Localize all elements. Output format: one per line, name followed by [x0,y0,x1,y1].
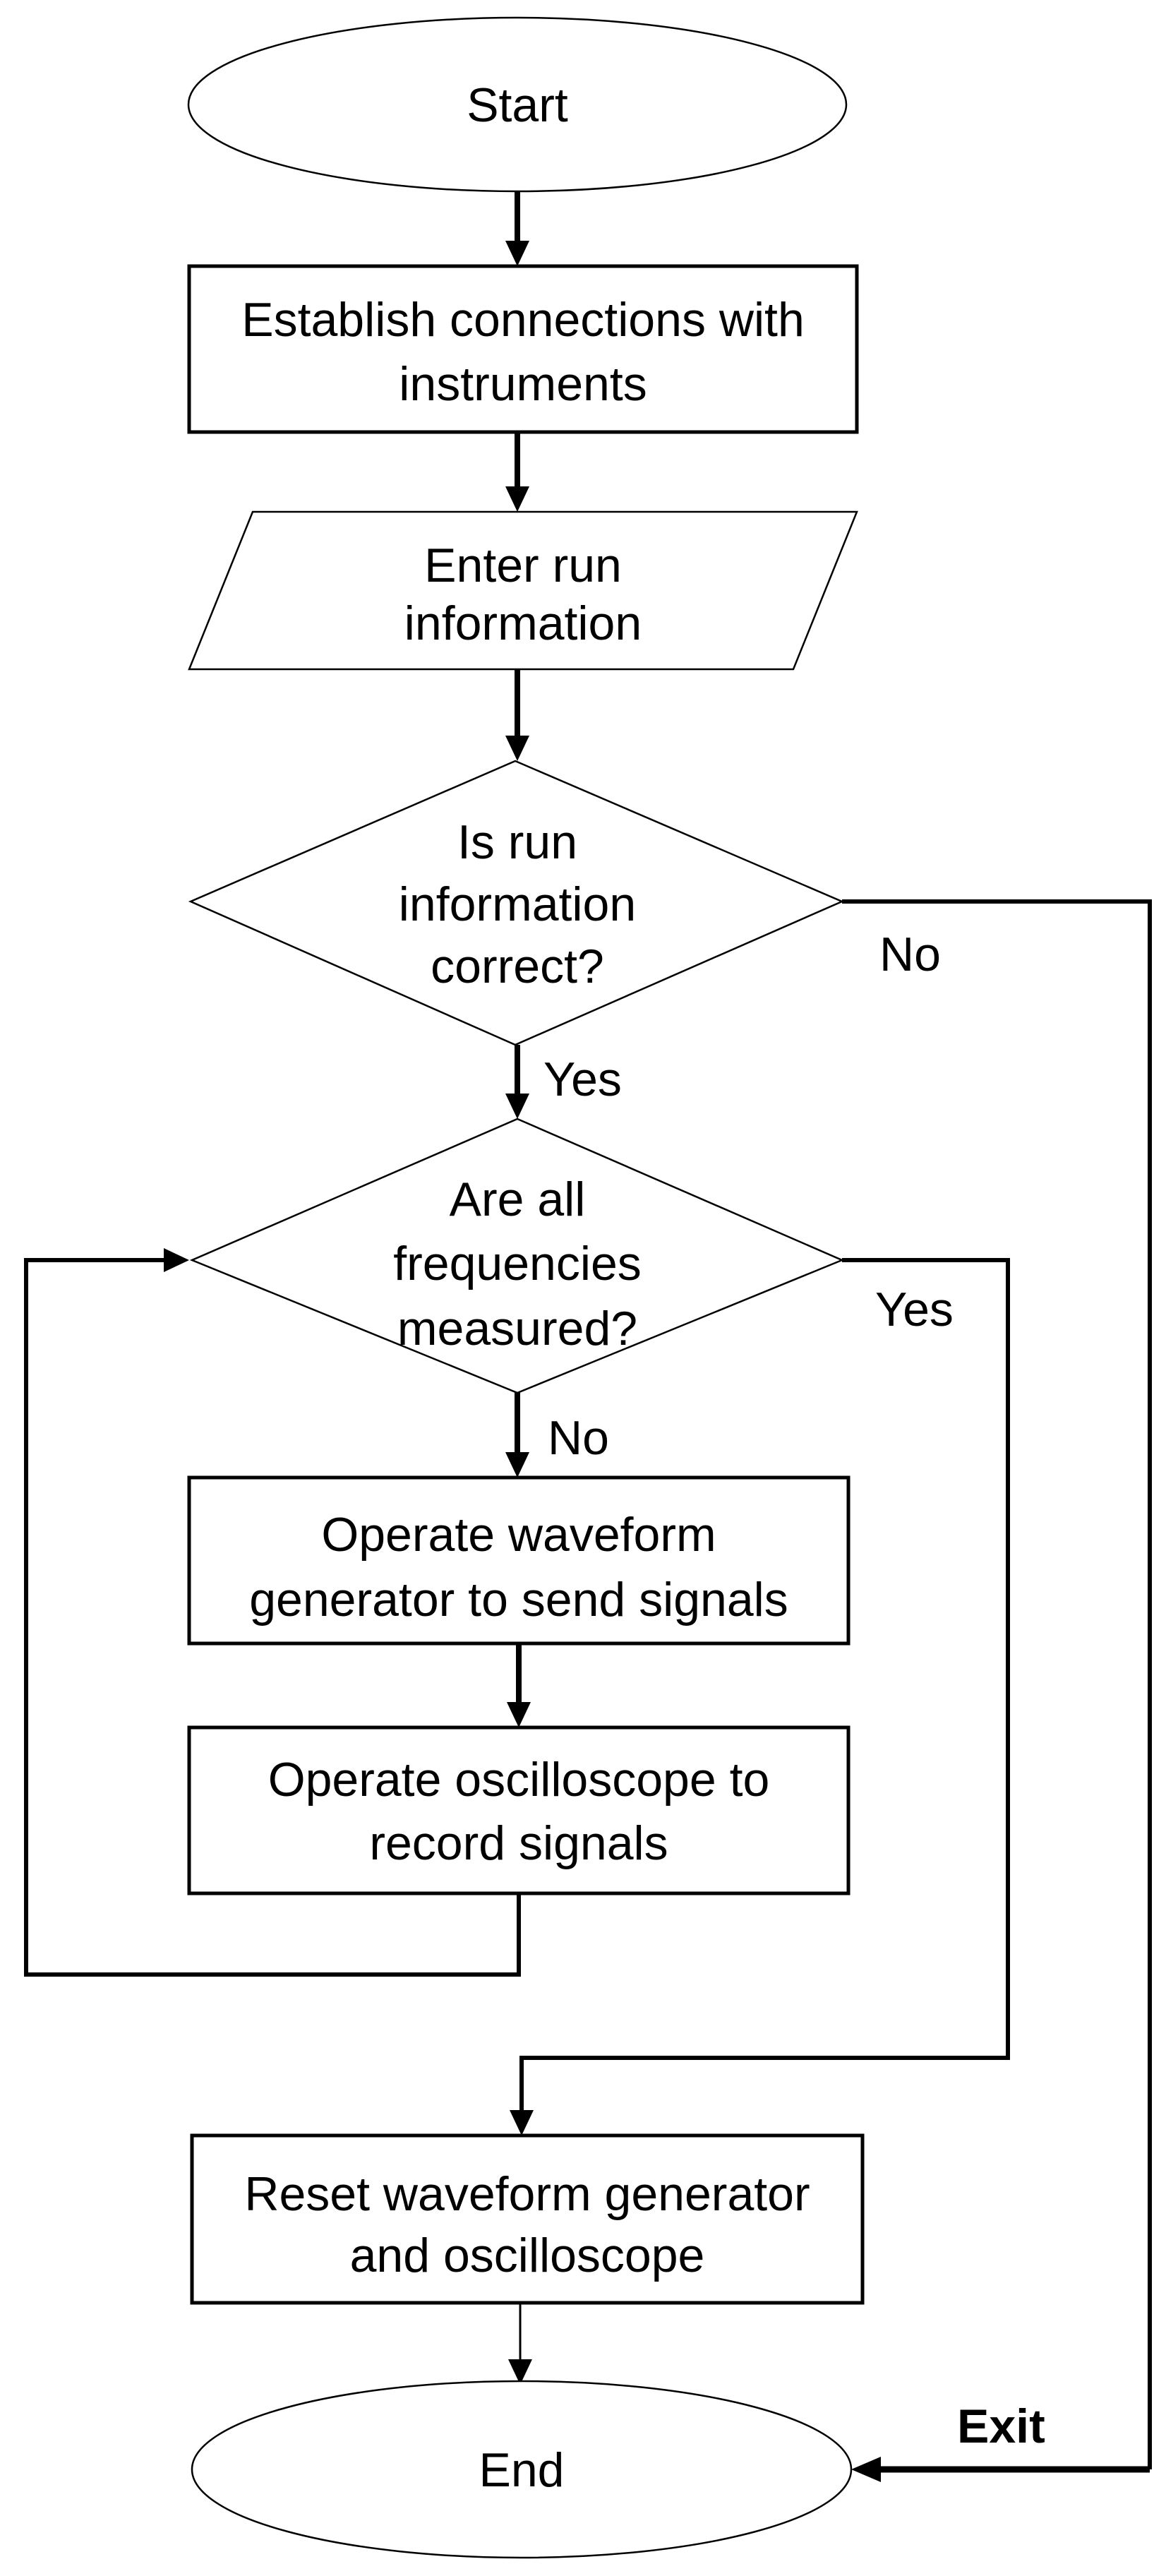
node-establish-connections: Establish connections with instruments [187,264,859,434]
edge-enter-run-to-decision1 [505,669,529,761]
process-rect [187,264,859,434]
terminator-ellipse [187,16,848,193]
arrowhead-down-icon [510,2110,534,2135]
edge-line [519,1258,1010,2110]
node-enter-run-information: Enter run information [188,510,858,671]
node-label-line: Operate oscilloscope to [268,1753,770,1807]
process-rect [190,2133,865,2305]
arrowhead-left-icon [851,2457,881,2482]
edge-decision1-no-branch [842,899,1152,2469]
node-operate-waveform-generator: Operate waveform generator to send signa… [187,1475,851,1646]
edge-label-yes-frequencies: Yes [875,1283,954,1336]
node-label-line: Enter run [424,539,622,592]
node-label-line: Establish connections with [241,293,805,347]
node-label: End [479,2443,565,2497]
arrowhead-down-icon [505,1094,529,1119]
node-label-line: information [404,597,642,650]
node-label-line: Operate waveform [321,1508,716,1562]
node-label-line: information [399,877,636,931]
node-operate-oscilloscope: Operate oscilloscope to record signals [187,1725,851,1895]
edge-exit-into-end [851,2457,1150,2482]
edge-label-exit: Exit [957,2400,1045,2453]
arrowhead-down-icon [507,1702,531,1727]
arrowhead-down-icon [505,241,529,266]
edge-label-no-frequencies: No [548,1411,609,1465]
node-label-line: correct? [431,940,604,993]
node-start: Start [187,16,848,193]
edge-line [24,1258,521,1977]
process-rect [187,1725,851,1895]
node-label-line: frequencies [393,1237,642,1290]
arrowhead-down-icon [508,2359,532,2385]
arrowhead-right-icon [164,1248,189,1272]
node-end: End [191,2380,853,2559]
edge-label-yes-run-info: Yes [543,1053,622,1106]
node-are-all-frequencies-measured: Are all frequencies measured? [189,1118,845,1394]
node-label-line: instruments [399,357,647,411]
node-is-run-information-correct: Is run information correct? [188,760,845,1046]
node-label-line: Are all [450,1173,586,1226]
edge-loop-back-to-decision2 [24,1248,521,1977]
decision-diamond [189,1118,845,1394]
data-input-parallelogram [188,510,858,671]
decision-diamond [188,760,845,1046]
edge-line [842,899,1152,2469]
edge-waveform-to-oscilloscope [507,1643,531,1727]
edge-decision2-yes-to-reset [510,1258,1010,2135]
node-reset-instruments: Reset waveform generator and oscilloscop… [190,2133,865,2305]
node-label-line: and oscilloscope [350,2229,705,2282]
arrowhead-down-icon [505,736,529,761]
node-label-line: measured? [397,1302,637,1355]
edge-establish-to-enter-run [505,432,529,512]
edge-decision1-yes-to-decision2 [505,1045,529,1119]
edge-decision2-no-to-waveform [505,1393,529,1478]
terminator-ellipse [191,2380,853,2559]
edge-reset-to-end [508,2303,532,2385]
arrowhead-down-icon [505,1452,529,1478]
node-label: Start [467,78,568,132]
edge-start-to-establish [505,191,529,266]
node-label-line: generator to send signals [249,1573,788,1627]
process-rect [187,1475,851,1646]
node-label-line: record signals [369,1816,668,1870]
node-label-line: Reset waveform generator [244,2167,810,2221]
node-label-line: Is run [457,815,577,869]
arrowhead-down-icon [505,486,529,512]
edge-label-no-run-info: No [879,928,941,981]
